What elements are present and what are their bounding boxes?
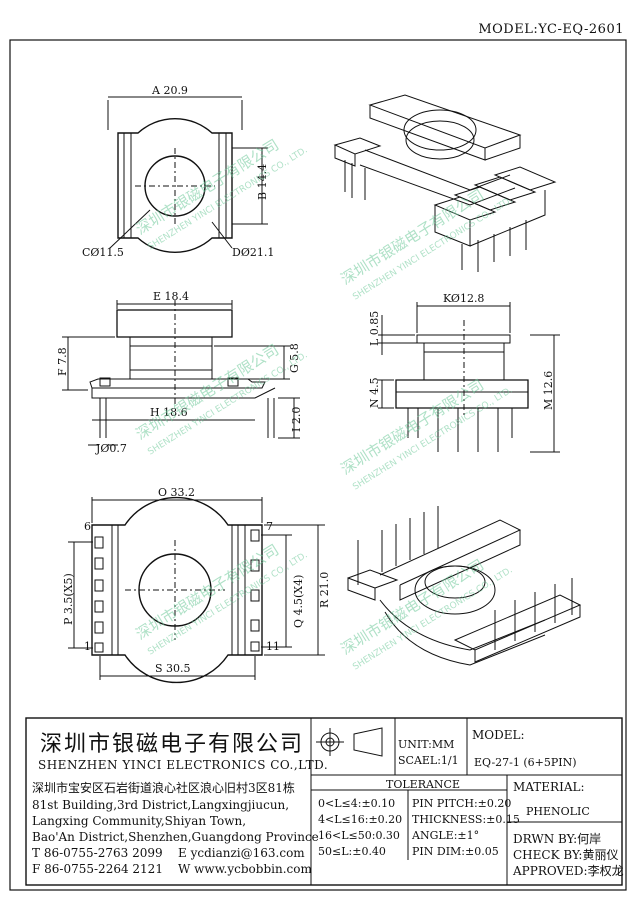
email: E ycdianzi@163.com xyxy=(178,846,305,860)
dim-o: O 33.2 xyxy=(158,486,195,499)
address-line: Langxing Community,Shiyan Town, xyxy=(32,814,247,828)
fax: F 86-0755-2264 2121 xyxy=(32,862,163,876)
model-label: MODEL: xyxy=(472,728,525,742)
pin-6-label: 6 xyxy=(84,520,91,533)
dim-i: I 2.0 xyxy=(290,407,303,432)
tolerance-row: 16<L≤50:0.30 xyxy=(318,829,400,842)
tolerance-label: TOLERANCE xyxy=(386,778,460,791)
pin-tolerance-row: ANGLE:±1° xyxy=(412,829,480,842)
dim-b: B 14.4 xyxy=(256,164,269,200)
title-block-lines xyxy=(25,717,623,886)
dim-r: R 21.0 xyxy=(318,572,331,608)
dim-c: CØ11.5 xyxy=(82,246,124,259)
dim-q: Q 4.5(X4) xyxy=(292,575,305,628)
dim-l: L 0.85 xyxy=(368,311,381,346)
dim-s: S 30.5 xyxy=(155,662,191,675)
website: W www.ycbobbin.com xyxy=(178,862,312,876)
iso-view-bottom xyxy=(347,506,582,666)
tolerance-row: 50≤L:±0.40 xyxy=(318,845,386,858)
iso-view-top xyxy=(333,94,557,272)
dim-a: A 20.9 xyxy=(151,84,188,97)
dim-j: JØ0.7 xyxy=(95,442,127,455)
dim-f: F 7.8 xyxy=(56,347,69,376)
address-line: Bao'An District,Shenzhen,Guangdong Provi… xyxy=(32,830,319,844)
dim-e: E 18.4 xyxy=(153,290,189,303)
material-label: MATERIAL: xyxy=(513,780,585,794)
address-line: 深圳市宝安区石岩街道浪心社区浪心旧村3区81栋 xyxy=(32,781,295,795)
pin-11-label: 11 xyxy=(266,640,280,653)
top-view xyxy=(107,96,268,254)
dim-m: M 12.6 xyxy=(542,371,555,410)
model-title: MODEL:YC-EQ-2601 xyxy=(478,22,624,37)
watermark-cn: 深圳市银磁电子有限公司 xyxy=(133,341,282,444)
pin-tolerance-row: PIN DIM:±0.05 xyxy=(412,845,499,858)
tolerance-row: 4<L≤16:±0.20 xyxy=(318,813,403,826)
model-value: EQ-27-1 (6+5PIN) xyxy=(474,756,577,769)
approved-by: APPROVED:李权龙 xyxy=(513,864,624,878)
pin-7-label: 7 xyxy=(266,520,273,533)
unit: UNIT:MM xyxy=(398,738,455,751)
material-value: PHENOLIC xyxy=(526,805,590,818)
company-name-en: SHENZHEN YINCI ELECTRONICS CO.,LTD. xyxy=(38,758,329,772)
phone: T 86-0755-2763 2099 xyxy=(32,846,163,860)
watermark-cn: 深圳市银磁电子有限公司 xyxy=(338,186,487,289)
dim-d: DØ21.1 xyxy=(232,246,274,259)
side-view xyxy=(378,302,560,453)
pin-1-label: 1 xyxy=(84,640,91,653)
pin-tolerance-row: THICKNESS:±0.15 xyxy=(412,813,520,826)
dim-p: P 3.5(X5) xyxy=(62,573,75,625)
checked-by: CHECK BY:黄丽仪 xyxy=(513,848,619,862)
address-line: 81st Building,3rd District,Langxingjiucu… xyxy=(32,798,290,812)
watermark-cn: 深圳市银磁电子有限公司 xyxy=(338,376,487,479)
drawn-by: DRWN BY:何岸 xyxy=(513,832,602,846)
company-name-cn: 深圳市银磁电子有限公司 xyxy=(40,732,305,757)
scale: SCAEL:1/1 xyxy=(398,754,459,767)
watermark-cn: 深圳市银磁电子有限公司 xyxy=(133,541,282,644)
dim-h: H 18.6 xyxy=(150,406,188,419)
bottom-view xyxy=(68,496,325,684)
dim-g: G 5.8 xyxy=(288,343,301,373)
dim-k: KØ12.8 xyxy=(443,292,484,305)
tolerance-row: 0<L≤4:±0.10 xyxy=(318,797,396,810)
front-view xyxy=(62,300,300,446)
pin-tolerance-row: PIN PITCH:±0.20 xyxy=(412,797,512,810)
dim-n: N 4.5 xyxy=(368,377,381,408)
